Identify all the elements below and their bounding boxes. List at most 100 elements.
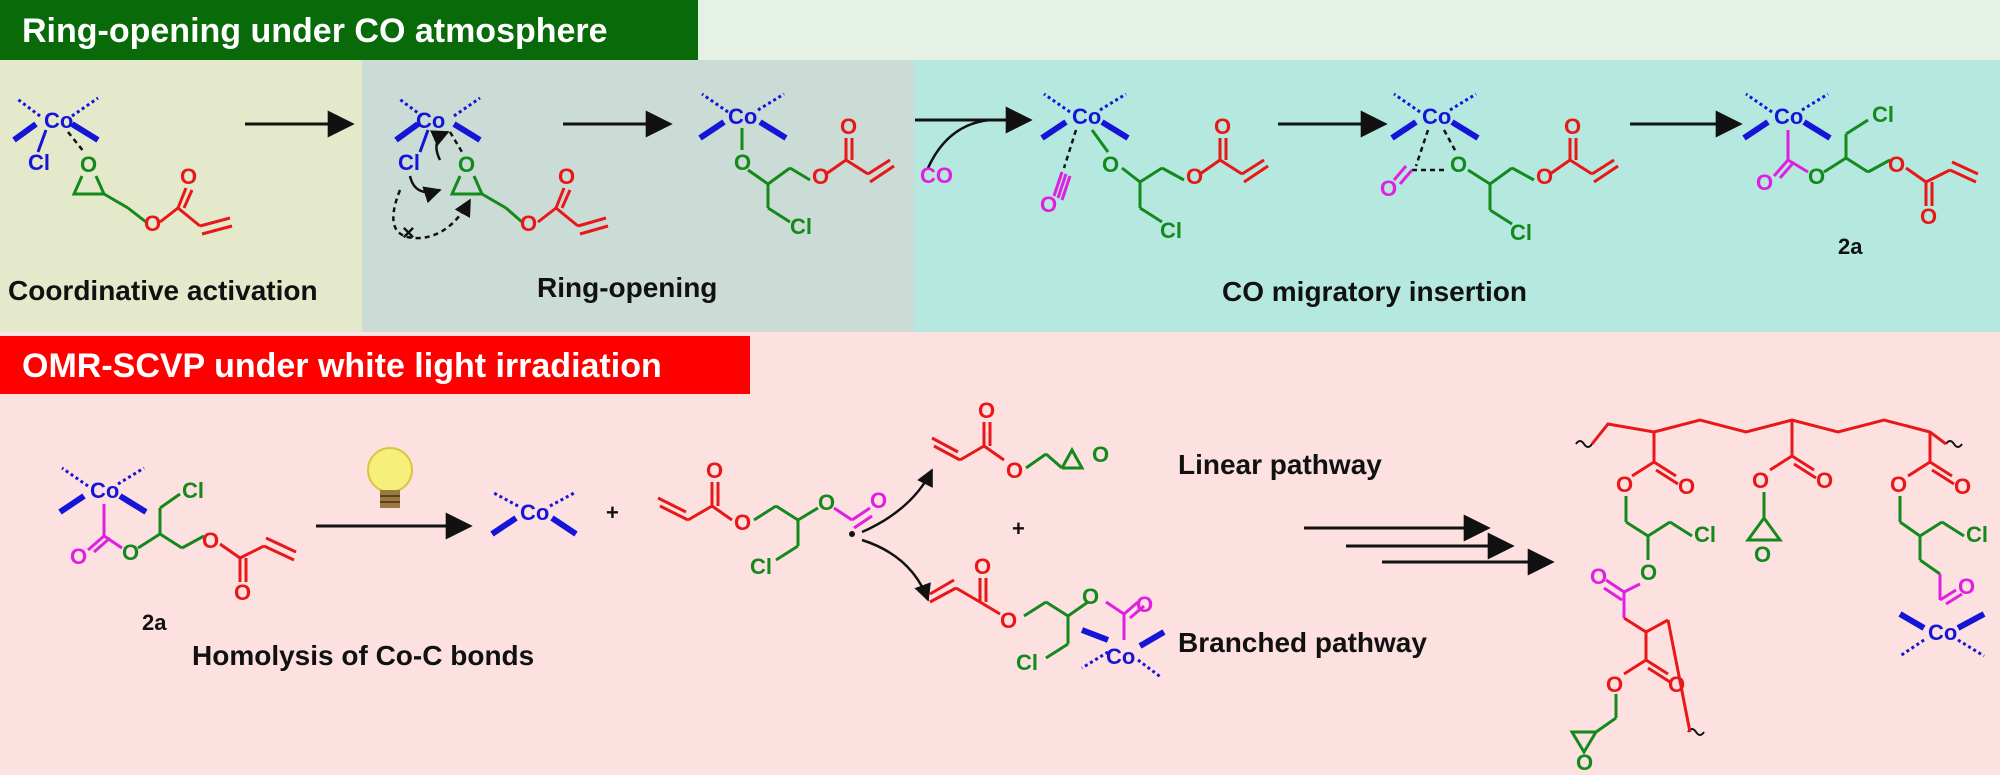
label-branched: Branched pathway	[1178, 627, 1427, 658]
atom-cl: Cl	[28, 150, 50, 175]
atom-o: O	[974, 554, 991, 579]
atom-o: O	[1954, 474, 1971, 499]
atom-o: O	[1380, 176, 1397, 201]
cobalt-fragment: Co	[490, 490, 578, 537]
atom-o: O	[1890, 472, 1907, 497]
atom-co: Co	[44, 108, 73, 133]
cross-mark: ×	[402, 220, 415, 245]
label-linear: Linear pathway	[1178, 449, 1382, 480]
atom-o: O	[1616, 472, 1633, 497]
arrow-to-branched	[861, 538, 931, 602]
atom-co: Co	[1774, 104, 1803, 129]
atom-o: O	[706, 458, 723, 483]
atom-co: Co	[520, 500, 549, 525]
plus-sign-2: +	[1012, 516, 1025, 541]
atom-cl: Cl	[1694, 522, 1716, 547]
atom-o: O	[734, 150, 751, 175]
molecule-ring-opening: Co Cl O O O ×	[392, 96, 609, 245]
atom-o: O	[80, 152, 97, 177]
atom-co: Co	[90, 478, 119, 503]
atom-cl: Cl	[750, 554, 772, 579]
atom-co: Co	[728, 104, 757, 129]
label-coordinative: Coordinative activation	[8, 275, 318, 306]
molecule-co-coordinated: Co O O Cl O O	[1040, 92, 1269, 243]
atom-cl: Cl	[182, 478, 204, 503]
atom-o: O	[1888, 152, 1905, 177]
atom-o: O	[734, 510, 751, 535]
molecule-insertion-ts: Co O O Cl O O	[1380, 92, 1619, 245]
atom-o: O	[818, 490, 835, 515]
label-homolysis: Homolysis of Co-C bonds	[192, 640, 534, 671]
atom-o: O	[978, 398, 995, 423]
atom-o: O	[1640, 560, 1657, 585]
acyl-radical: O O O Cl O	[657, 458, 887, 579]
atom-o: O	[1958, 574, 1975, 599]
atom-o: O	[1006, 458, 1023, 483]
molecule-coordination: Co Cl O O O	[12, 96, 233, 236]
atom-co: Co	[416, 108, 445, 133]
co-curved-arrow	[926, 118, 991, 169]
atom-o: O	[1186, 164, 1203, 189]
atom-o: O	[1082, 584, 1099, 609]
atom-o: O	[840, 114, 857, 139]
atom-co: Co	[1106, 644, 1135, 669]
atom-o: O	[1590, 564, 1607, 589]
label-ring-opening: Ring-opening	[537, 272, 717, 303]
atom-o: O	[812, 164, 829, 189]
atom-o: O	[1214, 114, 1231, 139]
label-co-insertion: CO migratory insertion	[1222, 276, 1527, 307]
atom-o: O	[1754, 542, 1771, 567]
atom-co: Co	[1928, 620, 1957, 645]
atom-cl: Cl	[1160, 218, 1182, 243]
atom-o: O	[1752, 468, 1769, 493]
top-header-text: Ring-opening under CO atmosphere	[22, 12, 608, 50]
arrow-to-linear	[861, 468, 934, 534]
atom-o: O	[1668, 672, 1685, 697]
atom-o: O	[520, 211, 537, 236]
atom-o: O	[1606, 672, 1623, 697]
compound-2a-top: 2a	[1838, 234, 1863, 259]
atom-o: O	[1040, 192, 1057, 217]
atom-o: O	[1920, 204, 1937, 229]
atom-o: O	[70, 544, 87, 569]
glycidyl-acrylate: O O O	[931, 398, 1109, 483]
atom-o: O	[558, 164, 575, 189]
atom-cl: Cl	[790, 214, 812, 239]
molecule-2a-top: Co O O Cl O O	[1742, 92, 1979, 229]
polymer-network: O O O O O O Cl O O Cl	[1569, 418, 1988, 775]
atom-cl: Cl	[1872, 102, 1894, 127]
panel-ring-opening	[362, 60, 914, 332]
atom-o: O	[180, 164, 197, 189]
atom-co: Co	[1422, 104, 1451, 129]
compound-2a-bottom: 2a	[142, 610, 167, 635]
atom-o: O	[1136, 592, 1153, 617]
atom-o: O	[1450, 152, 1467, 177]
atom-o: O	[458, 152, 475, 177]
co-reagent: CO	[920, 163, 953, 188]
panel-coordinative	[0, 60, 362, 332]
atom-o: O	[1564, 114, 1581, 139]
atom-o: O	[1000, 608, 1017, 633]
light-bulb-icon	[367, 447, 413, 508]
atom-o: O	[1102, 152, 1119, 177]
atom-o: O	[202, 528, 219, 553]
atom-cl: Cl	[1510, 220, 1532, 245]
panel-bottom	[0, 332, 2000, 775]
atom-o: O	[1576, 750, 1593, 775]
header-green	[0, 0, 698, 60]
atom-o: O	[1678, 474, 1695, 499]
atom-o: O	[1756, 170, 1773, 195]
plus-sign-1: +	[606, 500, 619, 525]
atom-cl: Cl	[398, 150, 420, 175]
atom-o: O	[870, 488, 887, 513]
atom-co: Co	[1072, 104, 1101, 129]
atom-cl: Cl	[1016, 650, 1038, 675]
molecule-co-alkoxide: Co O Cl O O	[698, 92, 895, 239]
atom-o: O	[144, 211, 161, 236]
atom-cl: Cl	[1966, 522, 1988, 547]
bottom-header-text: OMR-SCVP under white light irradiation	[22, 347, 662, 385]
atom-o: O	[1536, 164, 1553, 189]
atom-o: O	[1808, 164, 1825, 189]
atom-o: O	[1092, 442, 1109, 467]
